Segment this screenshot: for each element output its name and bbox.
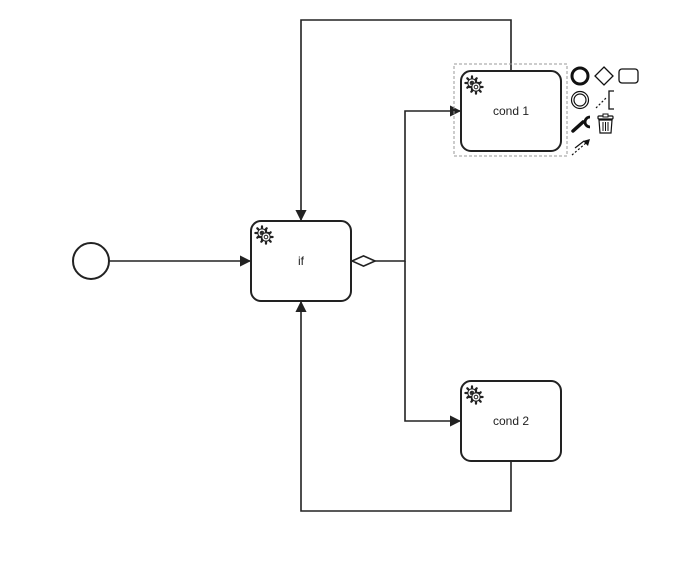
gear-icon — [468, 79, 484, 95]
change-type-wrench-icon[interactable] — [571, 115, 591, 133]
start-event-icon[interactable] — [72, 242, 110, 280]
flow-cond1-to-if[interactable] — [295, 19, 512, 222]
gear-icon — [468, 389, 484, 405]
connect-arrow-icon[interactable] — [571, 139, 590, 156]
task-label: cond 1 — [493, 104, 529, 118]
task-if[interactable]: if — [250, 220, 352, 302]
append-intermediate-event-icon[interactable] — [570, 90, 590, 110]
task-cond-1[interactable]: cond 1 — [460, 70, 562, 152]
append-text-annotation-icon[interactable] — [595, 90, 614, 110]
flow-cond2-to-if[interactable] — [295, 300, 512, 512]
task-label: cond 2 — [493, 414, 529, 428]
delete-trash-icon[interactable] — [597, 113, 614, 134]
gear-icon — [258, 229, 274, 245]
task-cond-2[interactable]: cond 2 — [460, 380, 562, 462]
context-pad — [570, 66, 639, 156]
append-end-event-icon[interactable] — [570, 66, 590, 86]
flow-if-to-cond1[interactable] — [352, 111, 460, 261]
append-task-icon[interactable] — [618, 68, 639, 84]
append-gateway-icon[interactable] — [594, 66, 614, 86]
task-label: if — [298, 254, 305, 268]
selection-outline — [453, 63, 568, 157]
flow-if-to-cond2[interactable] — [404, 261, 462, 427]
